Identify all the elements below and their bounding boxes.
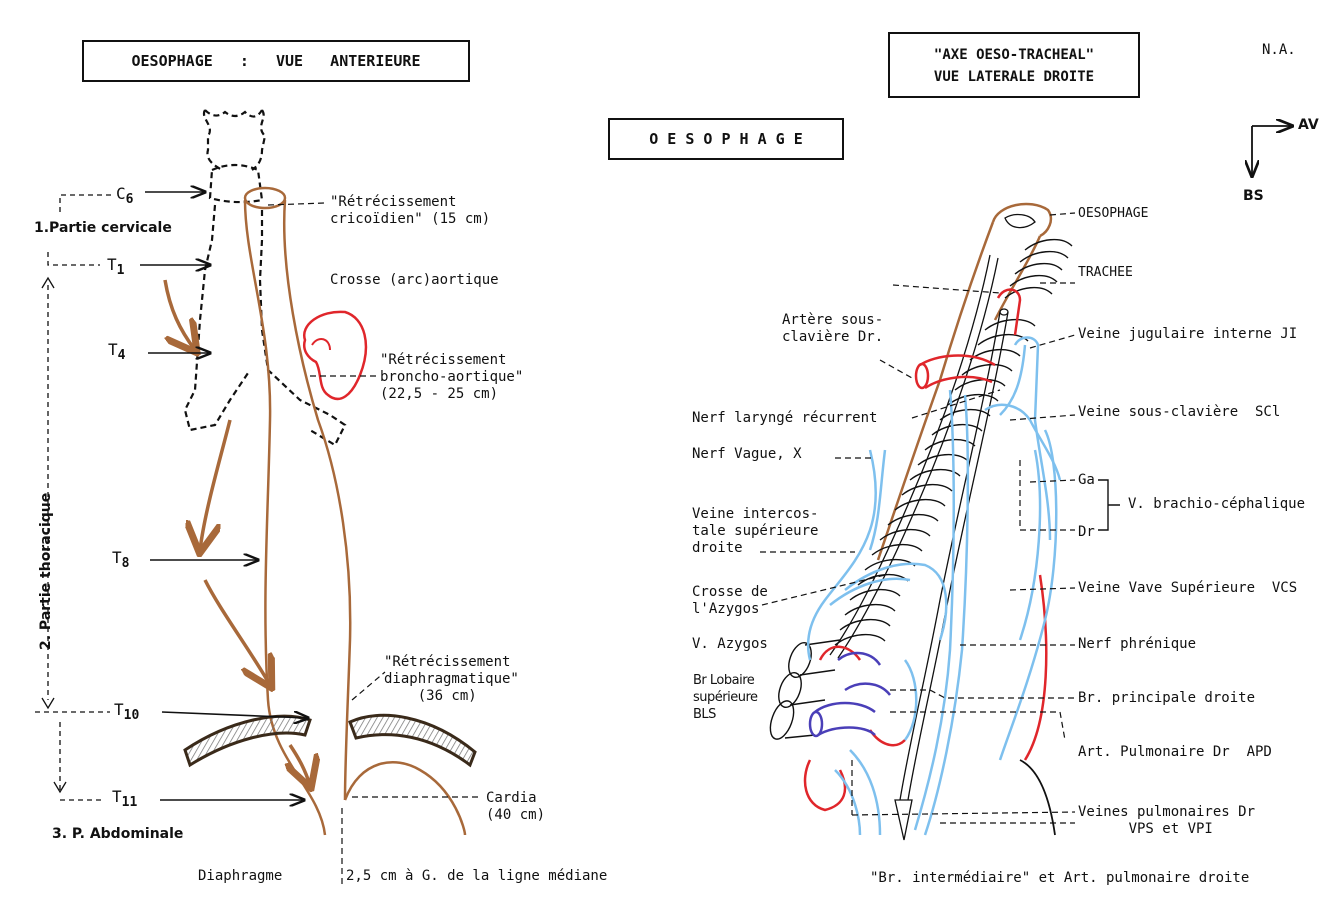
label-trachee: TRACHEE [1078, 264, 1133, 281]
label-brachiocephalic: V. brachio-céphalique [1128, 496, 1305, 513]
label-aortic-arch: Crosse (arc)aortique [330, 272, 499, 289]
label-oesophage: OESOPHAGE [1078, 205, 1148, 222]
author-label: N.A. [1262, 42, 1296, 59]
left-leaders [268, 203, 480, 885]
right-title-line2: VUE LATERALE DROITE [890, 66, 1138, 88]
part-thoracic: 2. Partie thoracique [38, 493, 54, 650]
label-dr: Dr [1078, 524, 1095, 541]
left-title: OESOPHAGE : VUE ANTERIEURE [132, 52, 421, 70]
label-apd: Art. Pulmonaire Dr APD [1078, 744, 1272, 761]
label-phrenic: Nerf phrénique [1078, 636, 1196, 653]
label-cricoid: "Rétrécissement cricoïdien" (15 cm) [330, 194, 490, 228]
part-abdominal: 3. P. Abdominale [52, 826, 183, 843]
label-subclavian-vein: Veine sous-clavière SCl [1078, 404, 1280, 421]
label-jugular: Veine jugulaire interne JI [1078, 326, 1297, 343]
larynx-trachea-outline [185, 110, 345, 445]
label-cardia: Cardia (40 cm) [486, 790, 545, 824]
label-diaphragmatic: "Rétrécissement diaphragmatique" (36 cm) [384, 654, 519, 705]
label-svc: Veine Vave Supérieure VCS [1078, 580, 1297, 597]
bronchus-rings [766, 640, 840, 743]
orientation-arrows [1252, 126, 1292, 176]
vertebra-t10: T10 [114, 700, 139, 723]
vertebra-c6: C6 [116, 184, 133, 207]
label-azygos-vein: V. Azygos [692, 636, 768, 653]
label-bls: Br Lobaire supérieure BLS [693, 672, 758, 723]
right-title-box: "AXE OESO-TRACHEAL" VUE LATERALE DROITE [888, 32, 1140, 98]
part-cervical: 1.Partie cervicale [34, 220, 172, 237]
label-intermediate-bronchus: "Br. intermédiaire" et Art. pulmonaire d… [870, 870, 1249, 887]
right-title-line1: "AXE OESO-TRACHEAL" [890, 44, 1138, 66]
label-midline: 2,5 cm à G. de la ligne médiane [346, 868, 607, 885]
left-title-box: OESOPHAGE : VUE ANTERIEURE [82, 40, 470, 82]
orientation-av: AV [1298, 117, 1319, 134]
vertebra-t4: T4 [108, 340, 125, 363]
label-subclavian-artery: Artère sous- clavière Dr. [782, 312, 883, 346]
vertebra-t11: T11 [112, 787, 137, 810]
label-main-bronchus: Br. principale droite [1078, 690, 1255, 707]
vertebra-t1: T1 [107, 255, 124, 278]
label-recurrent-nerve: Nerf laryngé récurrent [692, 410, 877, 427]
label-ga: Ga [1078, 472, 1095, 489]
center-title: O E S O P H A G E [649, 130, 803, 148]
label-diaphragm: Diaphragme [198, 868, 282, 885]
label-vagus: Nerf Vague, X [692, 446, 802, 463]
center-title-box: O E S O P H A G E [608, 118, 844, 160]
vertebra-t8: T8 [112, 548, 129, 571]
pulmonary-artery [810, 653, 890, 736]
descent-arrows [165, 280, 310, 785]
label-azygos-arch: Crosse de l'Azygos [692, 584, 768, 618]
label-broncho-aortic: "Rétrécissement broncho-aortique" (22,5 … [380, 352, 523, 403]
orientation-bs: BS [1243, 188, 1264, 205]
diaphragm-shape [185, 715, 475, 765]
label-intercostal-vein: Veine intercos- tale supérieure droite [692, 506, 818, 557]
aortic-arch-shape [304, 312, 366, 399]
label-pulmonary-veins: Veines pulmonaires Dr VPS et VPI [1078, 804, 1255, 838]
